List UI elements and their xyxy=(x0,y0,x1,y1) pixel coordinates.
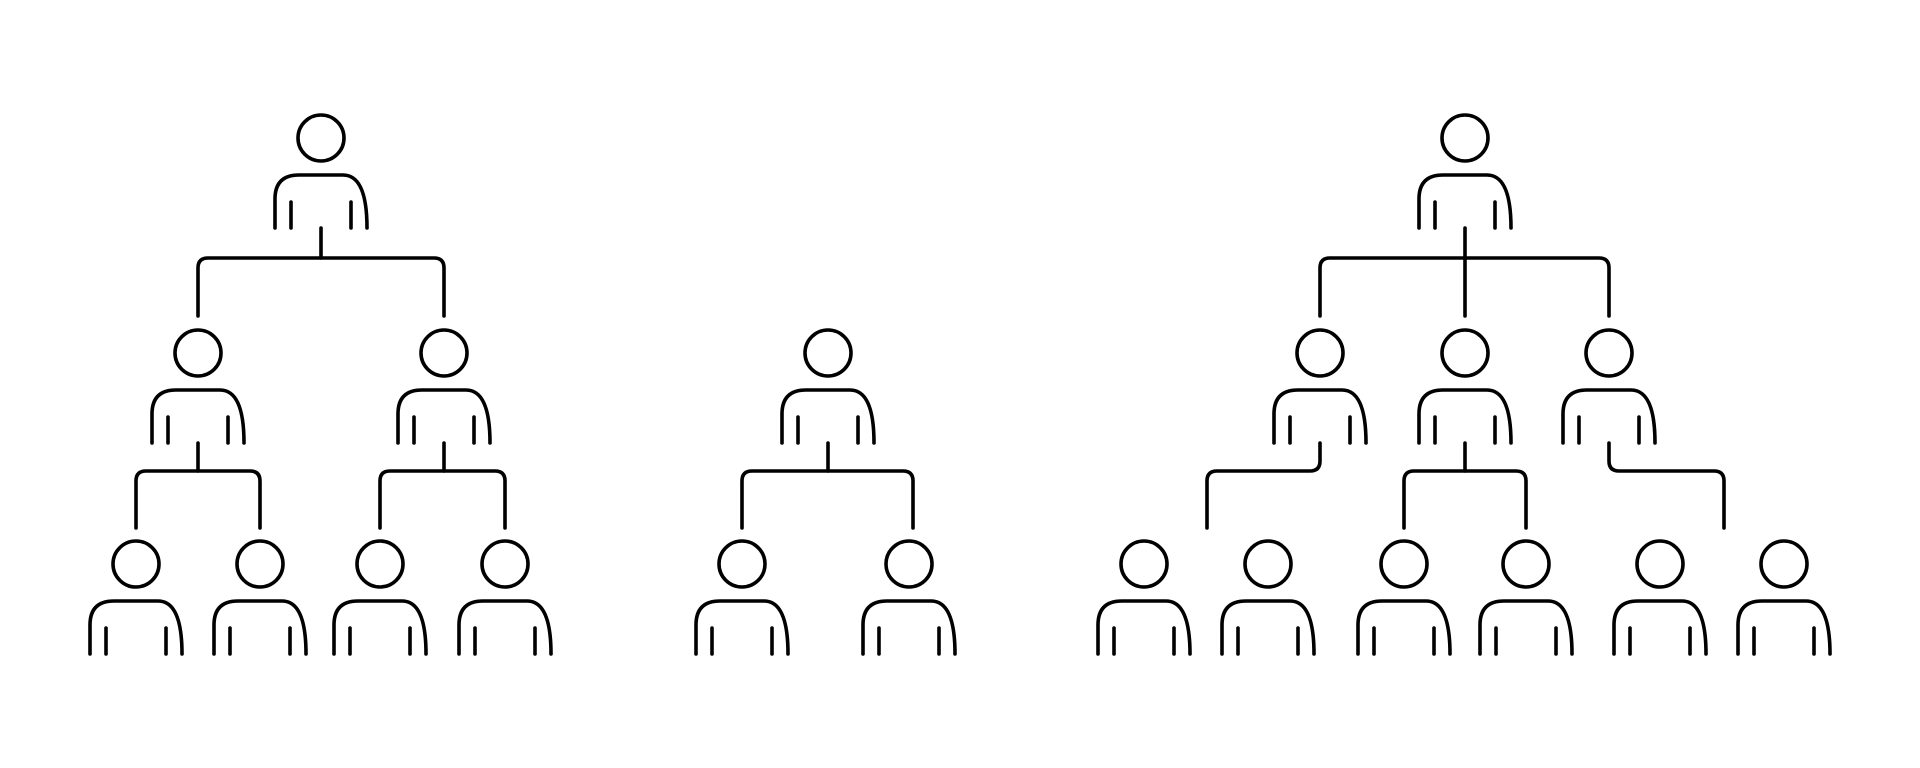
person-icon xyxy=(1417,328,1513,445)
person-body xyxy=(1417,388,1513,445)
person-body xyxy=(1478,599,1574,656)
person-head xyxy=(355,539,405,589)
person-head xyxy=(1440,328,1490,378)
person-body xyxy=(1736,599,1832,656)
person-body xyxy=(1417,173,1513,230)
person-head xyxy=(1119,539,1169,589)
person-head xyxy=(296,113,346,163)
person-head xyxy=(1440,113,1490,163)
person-icon xyxy=(1417,113,1513,230)
person-icon xyxy=(694,539,790,656)
person-icon xyxy=(1478,539,1574,656)
person-icon xyxy=(212,539,308,656)
person-head xyxy=(717,539,767,589)
connector-branch xyxy=(1205,441,1322,530)
person-icon xyxy=(273,113,369,230)
person-body xyxy=(273,173,369,230)
person-head xyxy=(1295,328,1345,378)
person-body xyxy=(1220,599,1316,656)
person-head xyxy=(1635,539,1685,589)
person-icon xyxy=(1272,328,1368,445)
person-head xyxy=(419,328,469,378)
person-body xyxy=(861,599,957,656)
person-body xyxy=(1272,388,1368,445)
person-icon xyxy=(1096,539,1192,656)
person-icon xyxy=(1561,328,1657,445)
connector-branch xyxy=(134,469,262,530)
person-body xyxy=(1356,599,1452,656)
person-head xyxy=(111,539,161,589)
person-head xyxy=(1379,539,1429,589)
person-icon xyxy=(1356,539,1452,656)
single-manager-two-reports xyxy=(694,328,957,656)
person-icon xyxy=(88,539,184,656)
person-body xyxy=(1612,599,1708,656)
person-head xyxy=(480,539,530,589)
person-icon xyxy=(150,328,246,445)
person-body xyxy=(212,599,308,656)
person-icon xyxy=(457,539,553,656)
person-body xyxy=(1096,599,1192,656)
person-head xyxy=(1584,328,1634,378)
connector-branch xyxy=(1402,469,1528,530)
connector-branch xyxy=(740,469,915,530)
binary-hierarchy-three-levels xyxy=(88,113,553,656)
person-body xyxy=(780,388,876,445)
person-body xyxy=(332,599,428,656)
person-head xyxy=(1243,539,1293,589)
person-icon xyxy=(861,539,957,656)
connector-branch xyxy=(1607,441,1726,530)
connector-branch xyxy=(1318,256,1611,318)
person-body xyxy=(88,599,184,656)
person-head xyxy=(235,539,285,589)
person-head xyxy=(173,328,223,378)
person-icon xyxy=(1612,539,1708,656)
person-body xyxy=(1561,388,1657,445)
person-body xyxy=(457,599,553,656)
person-head xyxy=(1759,539,1809,589)
person-body xyxy=(150,388,246,445)
person-head xyxy=(884,539,934,589)
person-body xyxy=(396,388,492,445)
person-icon xyxy=(780,328,876,445)
person-icon xyxy=(1736,539,1832,656)
person-icon xyxy=(1220,539,1316,656)
person-icon xyxy=(396,328,492,445)
person-head xyxy=(1501,539,1551,589)
person-body xyxy=(694,599,790,656)
connector-branch xyxy=(196,256,446,318)
connector-branch xyxy=(378,469,507,530)
person-head xyxy=(803,328,853,378)
person-icon xyxy=(332,539,428,656)
three-branch-hierarchy xyxy=(1096,113,1832,656)
